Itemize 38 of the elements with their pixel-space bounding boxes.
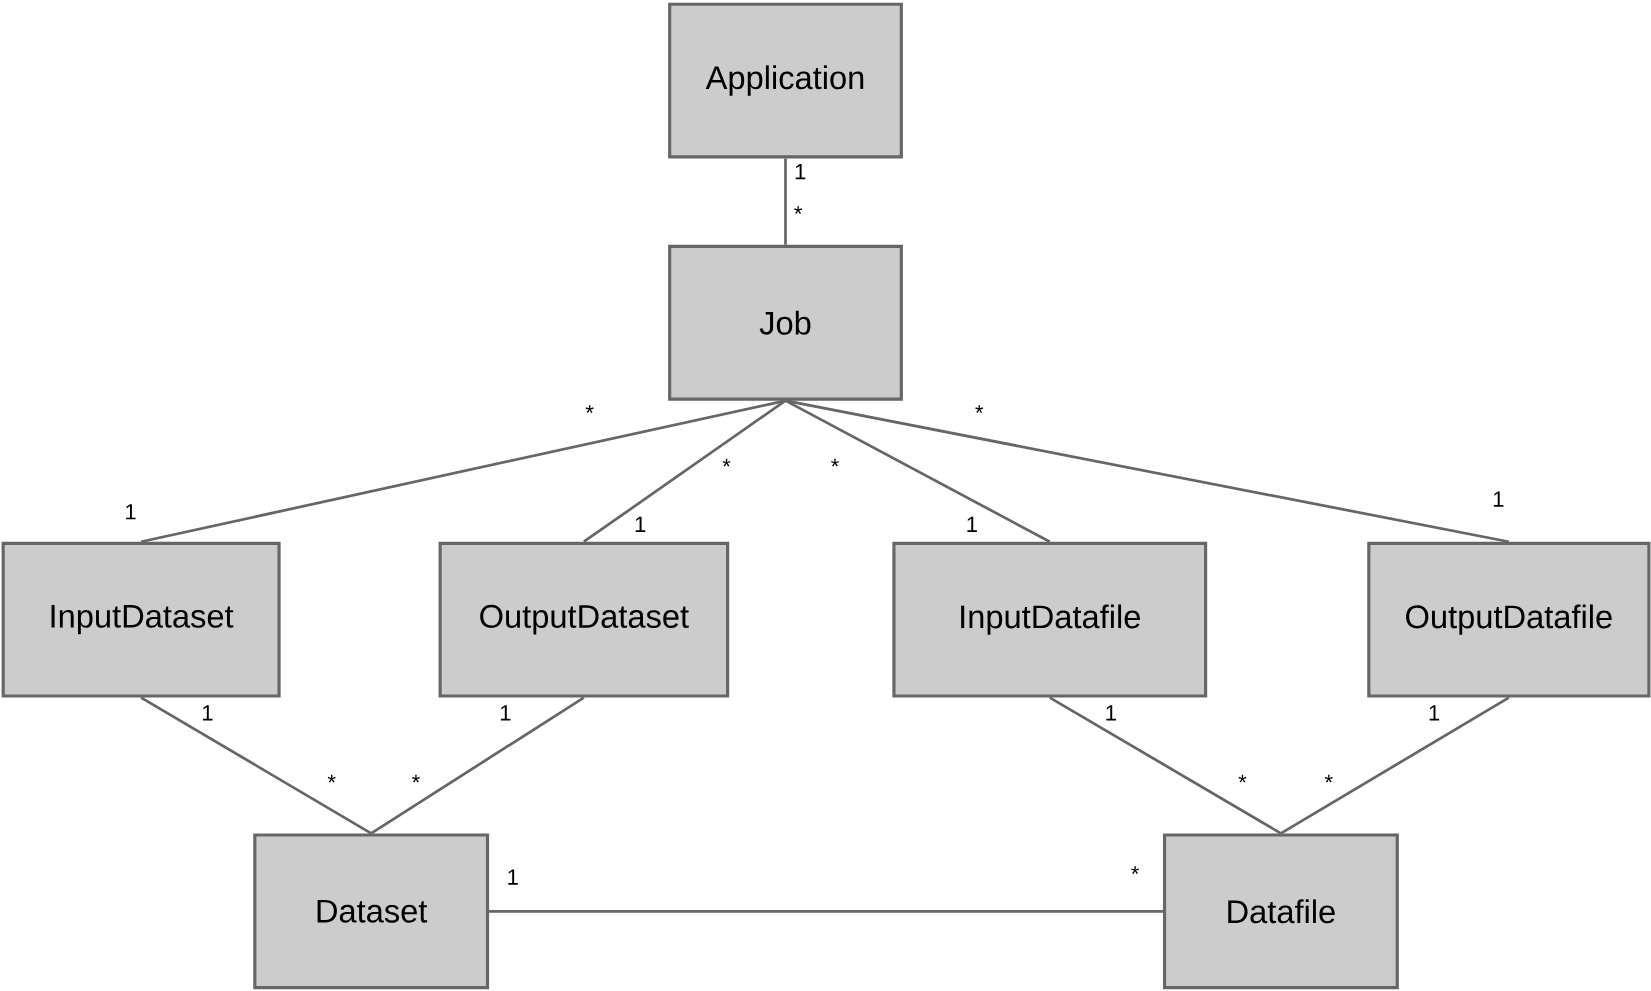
class-box: Datafile	[1163, 833, 1399, 990]
multiplicity-label: 1	[126, 504, 136, 520]
multiplicity-label: *	[1324, 774, 1333, 783]
class-box: InputDataset	[1, 541, 281, 698]
multiplicity-label: *	[327, 774, 336, 783]
multiplicity-label: 1	[202, 705, 213, 721]
connector-line	[1280, 696, 1510, 835]
connector-line	[1049, 696, 1282, 835]
class-box: Job	[668, 244, 903, 401]
connector-line	[489, 910, 1163, 913]
multiplicity-label: *	[794, 206, 803, 214]
connector-line	[785, 399, 1510, 544]
multiplicity-label: *	[1238, 774, 1247, 783]
multiplicity-label: *	[1131, 866, 1140, 875]
multiplicity-label: 1	[635, 516, 646, 533]
class-box: OutputDatafile	[1367, 541, 1651, 698]
multiplicity-label: 1	[967, 516, 977, 533]
multiplicity-label: *	[831, 458, 839, 467]
class-box: Application	[668, 2, 903, 159]
class-box: Dataset	[253, 833, 490, 990]
multiplicity-label: 1	[1106, 705, 1116, 721]
connector-line	[140, 399, 786, 544]
multiplicity-label: *	[585, 405, 594, 413]
multiplicity-label: *	[975, 405, 984, 413]
multiplicity-label: 1	[500, 705, 511, 721]
connector-line	[784, 399, 1051, 544]
multiplicity-label: *	[412, 774, 420, 783]
multiplicity-label: 1	[1493, 491, 1504, 507]
class-box: OutputDataset	[438, 541, 730, 698]
connector-line	[583, 399, 787, 543]
connector-line	[140, 696, 372, 835]
connector-line	[784, 158, 787, 245]
multiplicity-label: 1	[508, 869, 518, 885]
multiplicity-label: *	[722, 458, 731, 467]
multiplicity-label: 1	[1429, 705, 1440, 721]
class-box: InputDatafile	[892, 541, 1208, 698]
connector-line	[370, 696, 585, 835]
multiplicity-label: 1	[795, 164, 806, 180]
